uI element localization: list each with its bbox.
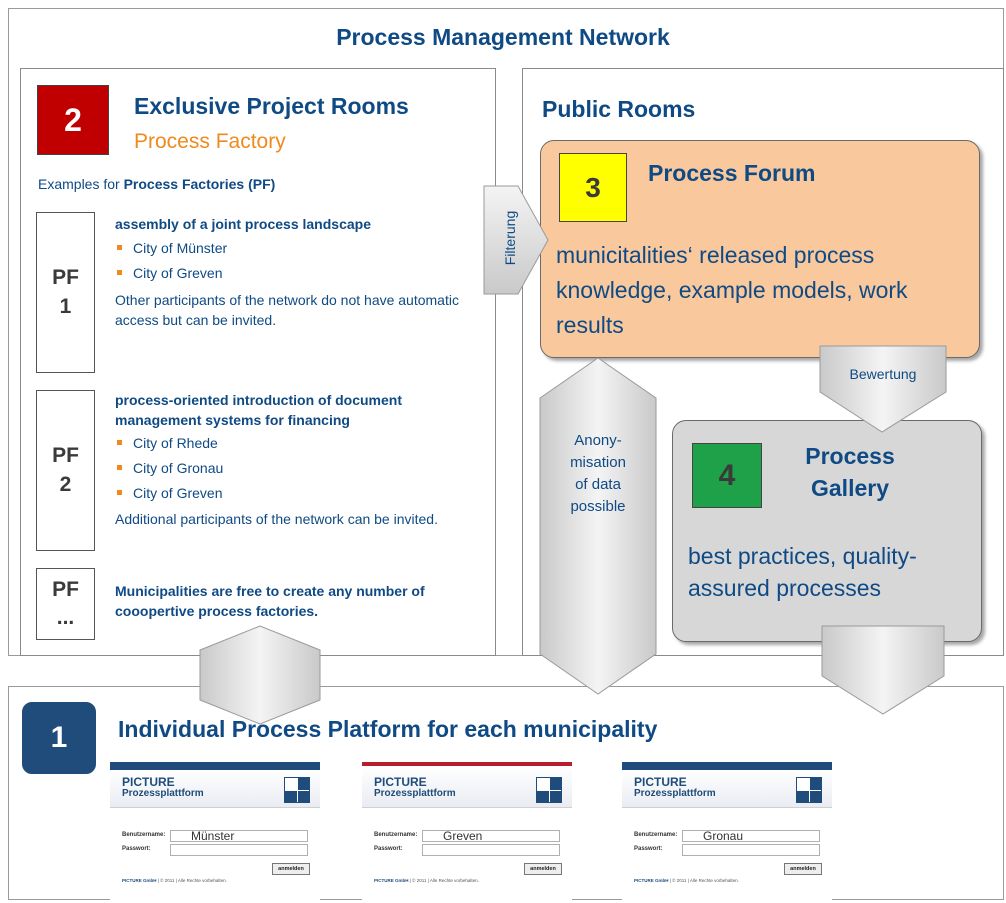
list-item: City of Greven: [115, 261, 475, 286]
pf1-box: PF 1: [36, 212, 95, 373]
forum-title: Process Forum: [648, 160, 816, 186]
pfn-box: PF ...: [36, 568, 95, 640]
rating-label: Bewertung: [849, 366, 917, 382]
platform-title: Individual Process Platform for each mun…: [118, 716, 658, 742]
gallery-down-arrow: [821, 625, 945, 715]
exclusive-updown-arrow: [199, 625, 321, 725]
picture-logo-icon: [284, 777, 310, 803]
pf1-note: Other participants of the network do not…: [115, 292, 459, 328]
exclusive-title: Exclusive Project Rooms: [134, 93, 409, 119]
exclusive-rooms-panel: [20, 68, 496, 656]
pf2-note: Additional participants of the network c…: [115, 511, 438, 527]
gallery-title: Process Gallery: [805, 443, 895, 501]
username-field[interactable]: Gronau: [682, 830, 820, 842]
pf2-heading: process-oriented introduction of documen…: [115, 392, 403, 428]
filtering-arrow: [483, 185, 549, 295]
exclusive-subtitle: Process Factory: [134, 130, 286, 153]
picture-logo-icon: [536, 777, 562, 803]
picture-logo-icon: [796, 777, 822, 803]
list-item: City of Münster: [115, 236, 475, 261]
login-button[interactable]: anmelden: [784, 863, 822, 875]
anonymisation-label: Anony- misation of data possible: [570, 432, 626, 515]
rating-arrow: [819, 345, 947, 433]
login-button[interactable]: anmelden: [524, 863, 562, 875]
login-screen-greven: PICTURE Prozessplattform Benutzername: G…: [362, 762, 572, 903]
filtering-label-wrap: Filterung: [500, 200, 520, 280]
filtering-label: Filterung: [502, 210, 518, 266]
badge-1: 1: [22, 702, 96, 774]
pfn-text: Municipalities are free to create any nu…: [115, 583, 425, 619]
pf1-list: City of Münster City of Greven: [115, 236, 475, 286]
public-title: Public Rooms: [542, 96, 696, 122]
forum-text: municitalities‘ released process knowled…: [556, 242, 908, 338]
badge-2: 2: [37, 85, 109, 155]
pf2-list: City of Rhede City of Gronau City of Gre…: [115, 431, 475, 506]
pf1-heading: assembly of a joint process landscape: [115, 216, 371, 232]
pf1-content: assembly of a joint process landscape Ci…: [115, 214, 475, 330]
pf2-box: PF 2: [36, 390, 95, 551]
login-screen-muenster: PICTURE Prozessplattform Benutzername: M…: [110, 762, 320, 903]
username-field[interactable]: Münster: [170, 830, 308, 842]
password-field[interactable]: [422, 844, 560, 856]
login-screen-gronau: PICTURE Prozessplattform Benutzername: G…: [622, 762, 832, 903]
list-item: City of Gronau: [115, 456, 475, 481]
page-title: Process Management Network: [336, 24, 670, 50]
pf2-content: process-oriented introduction of documen…: [115, 390, 475, 529]
gallery-text: best practices, quality-assured processe…: [688, 543, 917, 601]
examples-line: Examples for Process Factories (PF): [38, 176, 276, 192]
badge-4: 4: [692, 443, 762, 508]
username-field[interactable]: Greven: [422, 830, 560, 842]
list-item: City of Greven: [115, 481, 475, 506]
anonymisation-arrow: [539, 357, 657, 695]
password-field[interactable]: [170, 844, 308, 856]
list-item: City of Rhede: [115, 431, 475, 456]
badge-3: 3: [559, 153, 627, 222]
password-field[interactable]: [682, 844, 820, 856]
login-button[interactable]: anmelden: [272, 863, 310, 875]
